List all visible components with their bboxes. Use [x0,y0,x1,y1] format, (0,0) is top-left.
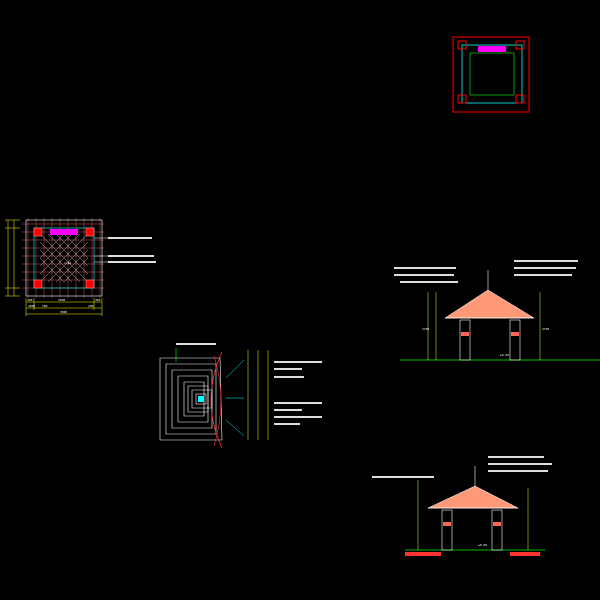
roof-framing-plan [159,343,322,449]
plan-dim-top-2: 3200 [58,298,65,302]
pavilion-floor-plan: 1:20 400 3200 400 4000 100 3800 100 [5,218,156,316]
plan-dim-bottom-2: 100 [42,304,48,308]
elev2-ground-level: ±0.00 [478,543,487,547]
elev1-height-left: 3700 [422,327,429,331]
pavilion-elevation-2: ±0.00 [372,456,552,556]
plan-dim-top-1: 400 [27,298,33,302]
plan-scale-label: 1:20 [64,261,71,265]
plan-dim-bottom-3: 3800 [60,310,67,314]
elev1-height-right: 2750 [542,327,549,331]
column-cap-plan-detail [452,36,530,113]
elev1-ground-level: ±0.00 [500,353,509,357]
pavilion-elevation-1: 3700 2750 ±0.00 [394,260,600,361]
plan-dim-bottom-1: 4000 [28,304,35,308]
plan-dim-top-3: 400 [95,298,101,302]
plan-dim-bottom-4: 100 [88,304,94,308]
